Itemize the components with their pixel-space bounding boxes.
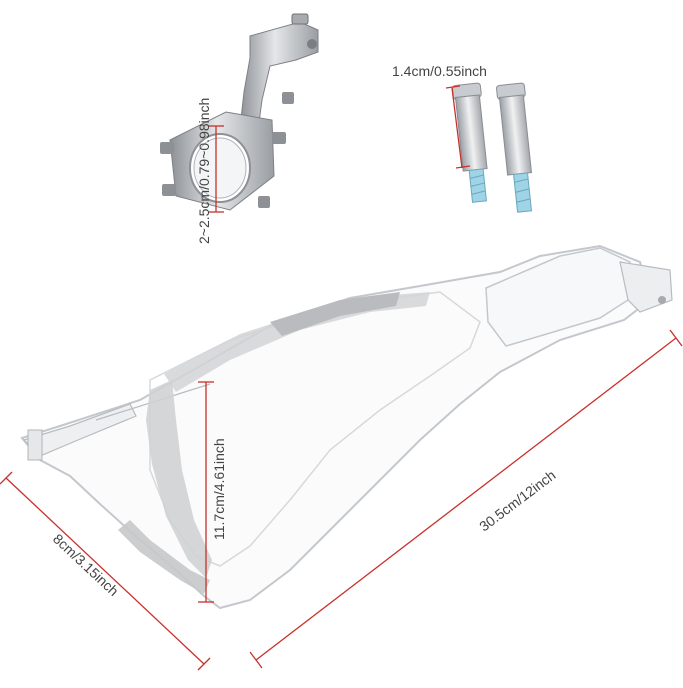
hand-guard (20, 244, 673, 610)
guard-length-label: 30.5cm/12inch (476, 467, 558, 535)
guard-height-dimension: 11.7cm/4.61inch (198, 381, 227, 603)
mounting-bolts (452, 82, 533, 213)
clamp-mount (160, 13, 319, 211)
guard-width-label: 8cm/3.15inch (50, 530, 122, 598)
clamp-diameter-dimension: 2~2.5cm/0.79~0.98inch (196, 98, 224, 244)
bolt-length-dimension: 1.4cm/0.55inch (392, 63, 487, 169)
guard-height-label: 11.7cm/4.61inch (211, 438, 227, 540)
bolt-length-label: 1.4cm/0.55inch (392, 63, 487, 79)
clamp-diameter-label: 2~2.5cm/0.79~0.98inch (196, 98, 212, 244)
